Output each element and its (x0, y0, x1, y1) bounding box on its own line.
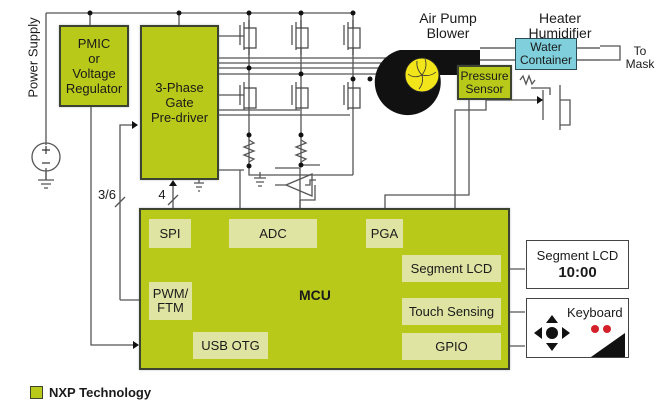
heater-label-line2: Humidifier (528, 25, 592, 41)
heater-label-line1: Heater (538, 10, 582, 26)
mcu-module-gpio: GPIO (402, 333, 501, 360)
gate-driver-line2: Gate (165, 95, 194, 110)
segment-lcd-display: Segment LCD 10:00 (526, 240, 629, 289)
keyboard-panel[interactable]: Keyboard (526, 298, 629, 358)
blower-icon (374, 47, 515, 116)
water-container-block: Water Container (515, 38, 577, 70)
gate-driver-line1: 3-Phase (155, 80, 204, 95)
keyboard-label: Keyboard (567, 305, 623, 320)
pmic-block: PMIC or Voltage Regulator (59, 25, 129, 107)
to-mask-line2: Mask (625, 57, 655, 71)
pressure-line1: Pressure (460, 68, 509, 83)
mcu-module-adc: ADC (229, 219, 317, 248)
bus-width-pwm-label: 3/6 (97, 187, 117, 202)
pmic-line2: or (88, 51, 100, 66)
mcu-module-pwm-ftm: PWM/ FTM (149, 282, 192, 320)
pressure-sensor-block: Pressure Sensor (457, 65, 512, 100)
slider-wedge-icon[interactable] (591, 333, 625, 357)
to-mask-line1: To (633, 44, 647, 58)
water-line1: Water (530, 40, 562, 54)
pmic-line1: PMIC (77, 36, 111, 51)
gate-driver-line3: Pre-driver (150, 110, 209, 125)
bus-width-spi-label: 4 (158, 187, 166, 202)
mcu-module-pga: PGA (366, 219, 403, 248)
water-line2: Container (519, 53, 573, 67)
power-supply-label: Power Supply (25, 17, 41, 98)
pmic-line4: Regulator (65, 81, 123, 96)
pwm-line1: PWM/ (152, 286, 189, 301)
indicator-dots-icon (591, 325, 611, 333)
gate-driver-block: 3-Phase Gate Pre-driver (140, 25, 219, 180)
pmic-line3: Voltage (72, 66, 116, 81)
pwm-line2: FTM (157, 300, 184, 315)
mcu-module-usb-otg: USB OTG (193, 332, 268, 359)
segment-lcd-value: 10:00 (558, 263, 597, 281)
mcu-module-touch-sensing: Touch Sensing (402, 298, 501, 325)
legend: NXP Technology (30, 385, 151, 400)
pressure-line2: Sensor (465, 81, 504, 96)
air-pump-blower-label: Air Pump Blower (398, 11, 498, 41)
air-pump-label-line2: Blower (426, 25, 470, 41)
to-mask-label: To Mask (616, 45, 664, 71)
segment-lcd-title: Segment LCD (536, 247, 619, 263)
dpad-icon[interactable] (532, 313, 572, 353)
heater-humidifier-label: Heater Humidifier (510, 11, 610, 41)
mcu-label: MCU (299, 287, 331, 303)
air-pump-label-line1: Air Pump (419, 10, 477, 26)
legend-swatch (30, 386, 43, 399)
legend-label: NXP Technology (49, 385, 152, 400)
mcu-module-segment-lcd: Segment LCD (402, 255, 501, 282)
mcu-module-spi: SPI (149, 219, 191, 248)
